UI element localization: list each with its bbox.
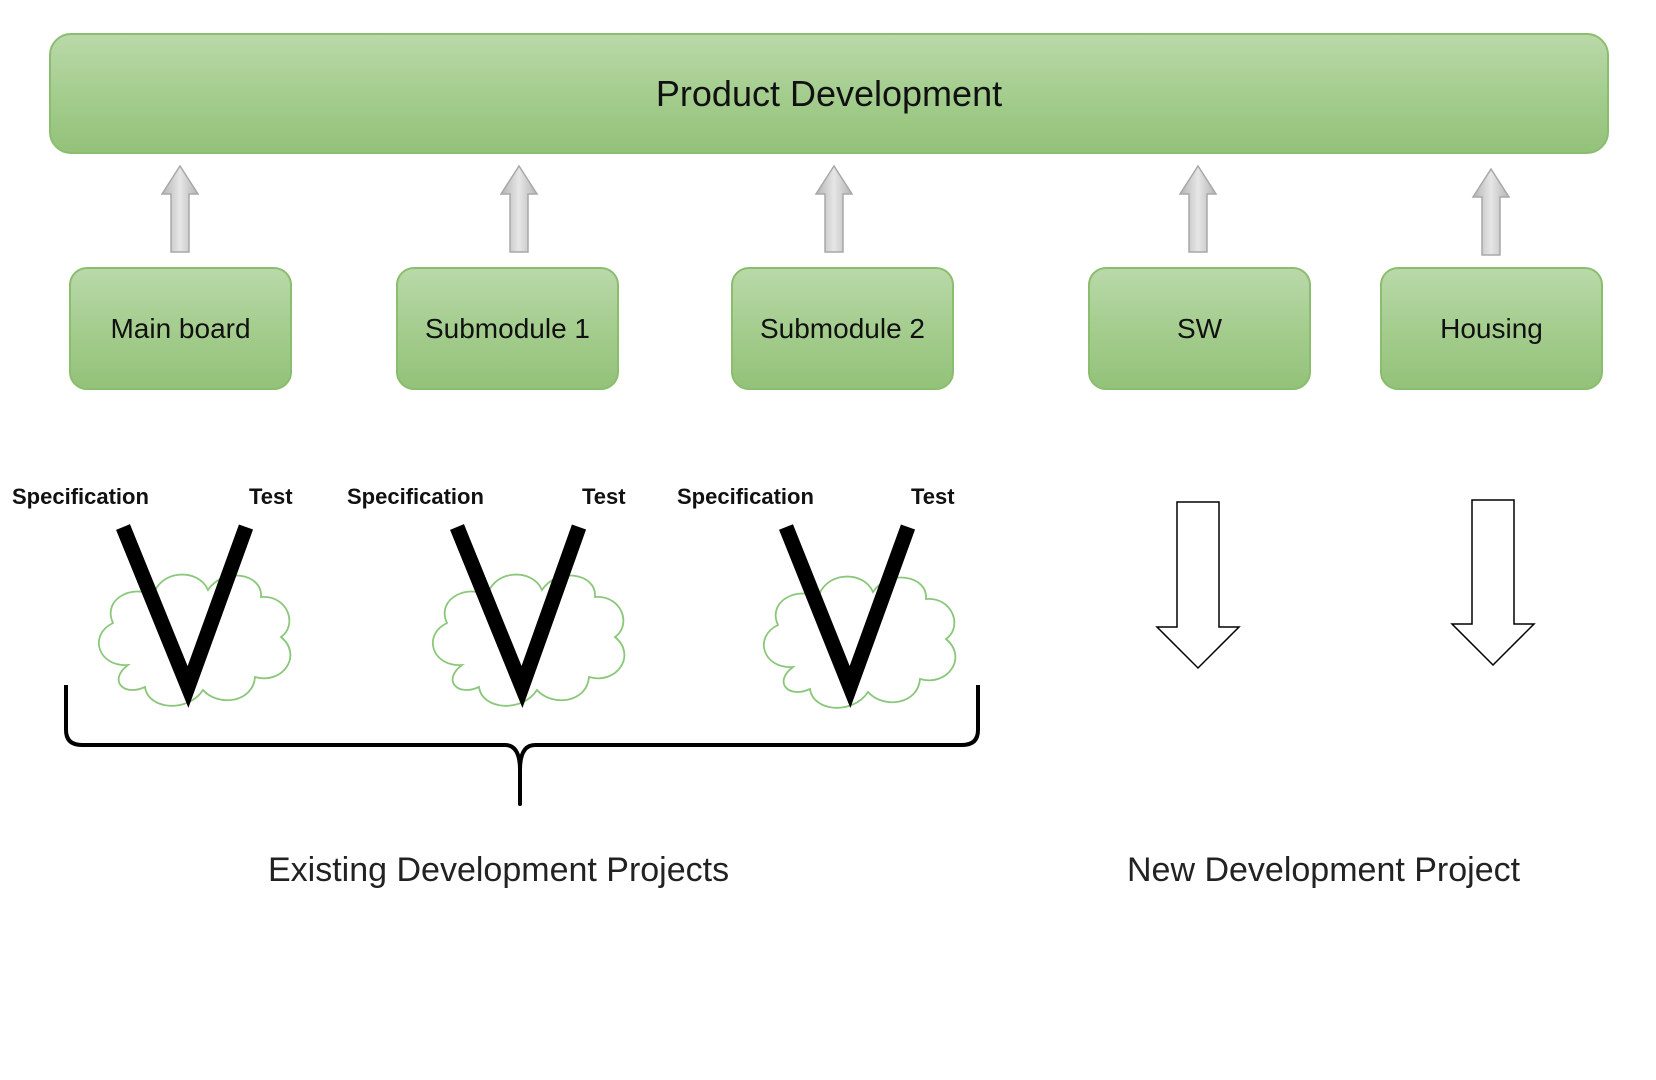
test-label-2: Test: [582, 484, 626, 509]
module-main-board: Main board: [69, 267, 292, 390]
up-arrow-sw: [1178, 164, 1218, 253]
module-label: Submodule 2: [759, 312, 925, 344]
v-shape-3: [779, 524, 916, 709]
module-label: Housing: [1440, 312, 1543, 344]
new-project-caption: New Development Project: [1127, 851, 1521, 889]
v-shape-2: [450, 524, 587, 709]
specification-label-2: Specification: [347, 484, 484, 509]
test-label-1: Test: [249, 484, 293, 509]
brace: [64, 685, 980, 806]
module-label: Main board: [110, 312, 251, 344]
cloud-2: [431, 573, 626, 707]
up-arrow-main-board: [160, 164, 200, 253]
module-sw: SW: [1088, 267, 1311, 390]
down-arrow-housing: [1450, 499, 1536, 667]
module-label: Submodule 1: [424, 312, 590, 344]
specification-label-3: Specification: [677, 484, 814, 509]
product-development-bar: Product Development: [49, 33, 1609, 154]
module-housing: Housing: [1380, 267, 1603, 390]
module-submodule-1: Submodule 1: [396, 267, 619, 390]
cloud-3: [762, 575, 957, 709]
up-arrow-housing: [1471, 167, 1511, 256]
product-development-label: Product Development: [655, 72, 1003, 114]
module-submodule-2: Submodule 2: [731, 267, 954, 390]
up-arrow-submodule-1: [499, 164, 539, 253]
down-arrow-sw: [1155, 501, 1241, 670]
specification-label-1: Specification: [12, 484, 149, 509]
cloud-1: [97, 573, 292, 707]
test-label-3: Test: [911, 484, 955, 509]
up-arrow-submodule-2: [814, 164, 854, 253]
module-label: SW: [1176, 312, 1223, 344]
existing-projects-caption: Existing Development Projects: [268, 851, 730, 889]
v-shape-1: [116, 524, 254, 708]
